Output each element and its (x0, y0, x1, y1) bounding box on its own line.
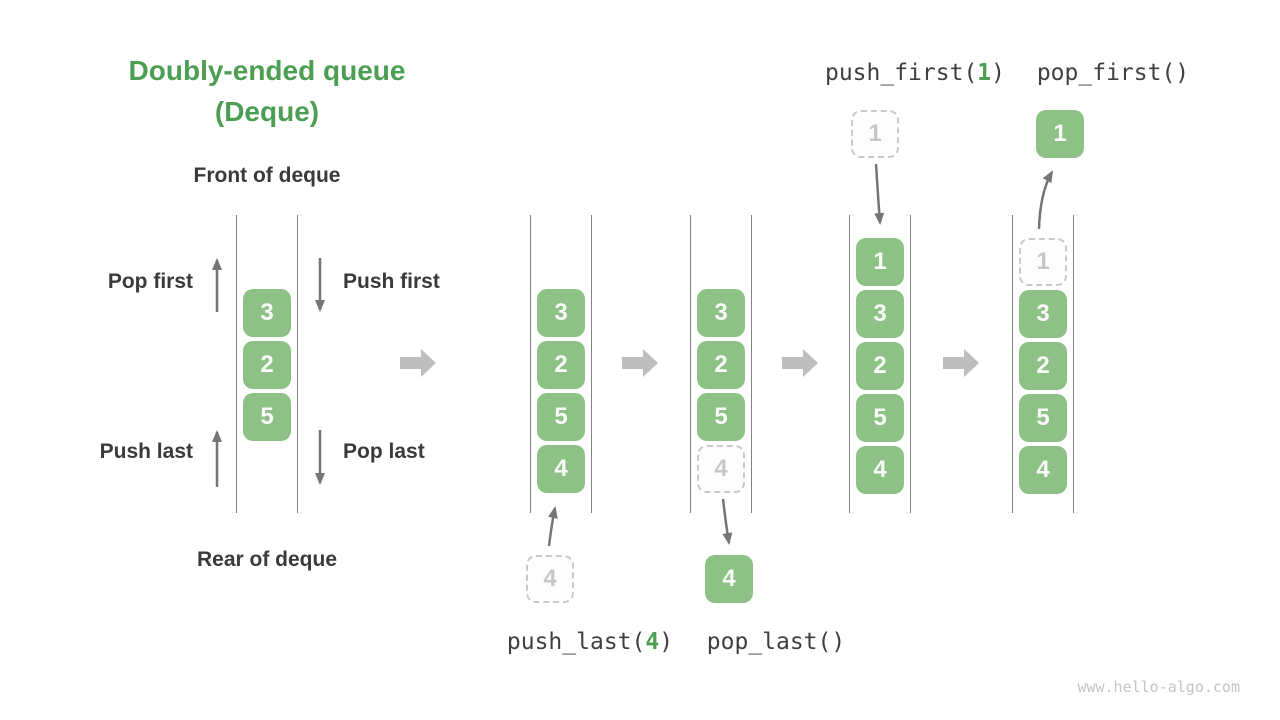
queue-cell: 5 (537, 393, 585, 441)
code-text: pop_last() (706, 629, 846, 655)
diagram-title: Doubly-ended queue (Deque) (87, 50, 447, 132)
flow-arrow-icon (782, 349, 818, 377)
queue-cell: 4 (1019, 446, 1067, 494)
code-arg: 4 (645, 629, 660, 655)
code-text: pop_first() (1036, 60, 1190, 86)
queue-cell: 4 (856, 446, 904, 494)
queue-cell-ghost: 4 (697, 445, 745, 493)
queue-cell: 5 (1019, 394, 1067, 442)
pop-last-code-label: pop_last() (646, 629, 906, 656)
queue-cell: 3 (243, 289, 291, 337)
queue-cell: 2 (537, 341, 585, 389)
push-first-code-label: push_first(1) (785, 60, 1045, 87)
queue-cell-ghost: 1 (1019, 238, 1067, 286)
title-line-1: Doubly-ended queue (128, 55, 406, 86)
push-first-incoming-value: 1 (851, 110, 899, 158)
push-last-incoming-value: 4 (526, 555, 574, 603)
queue-cell: 3 (1019, 290, 1067, 338)
front-of-deque-label: Front of deque (193, 164, 341, 187)
push-last-insert-arrow-icon (547, 506, 558, 547)
code-arg: 1 (977, 60, 992, 86)
push-last-label: Push last (99, 440, 193, 463)
pop-last-popped-value: 4 (705, 555, 753, 603)
queue-cell: 2 (697, 341, 745, 389)
push-last-code-label: push_last(4) (460, 629, 720, 656)
queue-cell: 5 (697, 393, 745, 441)
queue-cell: 3 (697, 289, 745, 337)
flow-arrow-icon (622, 349, 658, 377)
flow-arrow-icon (943, 349, 979, 377)
queue-cell: 5 (856, 394, 904, 442)
queue-cell: 3 (537, 289, 585, 337)
rear-of-deque-label: Rear of deque (196, 548, 338, 571)
flow-arrow-icon (400, 349, 436, 377)
watermark: www.hello-algo.com (1077, 678, 1240, 696)
queue-cell: 3 (856, 290, 904, 338)
code-text: ) (659, 629, 674, 655)
pop-first-popped-value: 1 (1036, 110, 1084, 158)
queue-cell: 4 (537, 445, 585, 493)
title-line-2: (Deque) (214, 96, 320, 127)
pop-first-label: Pop first (107, 270, 193, 293)
queue-cell: 2 (856, 342, 904, 390)
code-text: push_last( (506, 629, 646, 655)
queue-cell: 5 (243, 393, 291, 441)
queue-cell: 2 (1019, 342, 1067, 390)
code-text: ) (991, 60, 1006, 86)
queue-cell: 1 (856, 238, 904, 286)
push-first-label: Push first (343, 270, 440, 293)
pop-first-code-label: pop_first() (983, 60, 1243, 87)
pop-last-label: Pop last (343, 440, 425, 463)
code-text: push_first( (824, 60, 978, 86)
queue-cell: 2 (243, 341, 291, 389)
